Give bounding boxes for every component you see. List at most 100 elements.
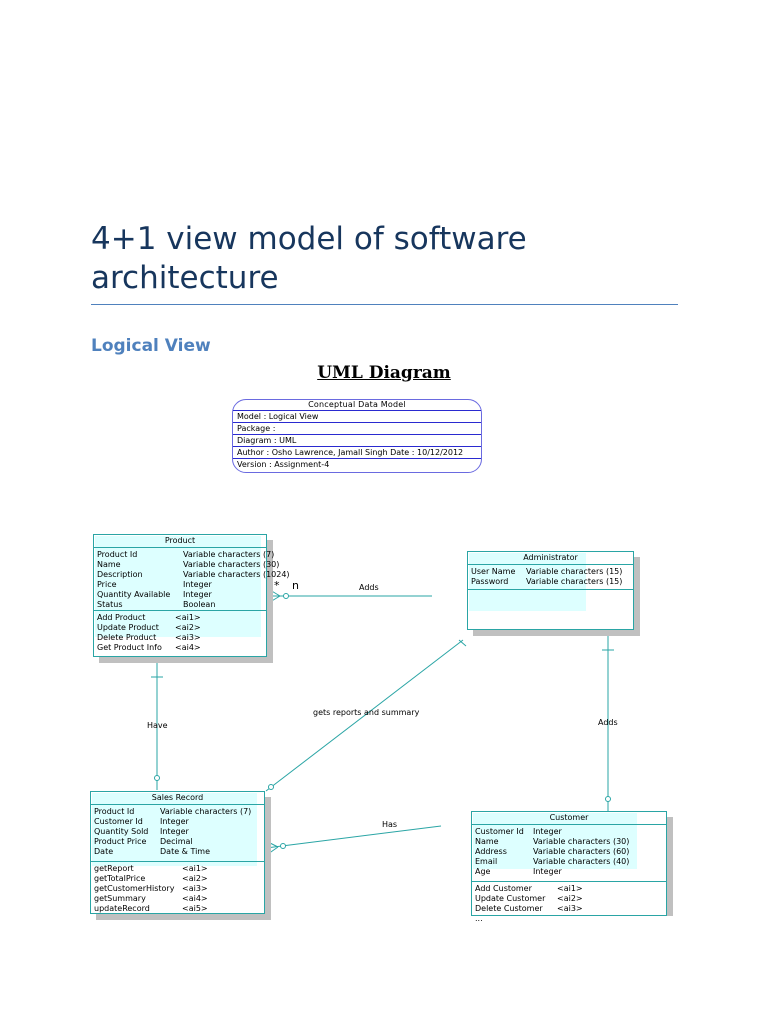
operation-name: Delete Customer (475, 904, 543, 913)
entity-name: Customer (472, 812, 666, 825)
attribute-name: Status (97, 600, 123, 609)
relationship-label-sales-customer: Has (382, 820, 398, 829)
attribute-name: Price (97, 580, 117, 589)
operation-row: getReport<ai1> (94, 864, 261, 874)
operation-name: getTotalPrice (94, 874, 146, 883)
attribute-type: Integer (160, 827, 189, 836)
attribute-type: Date & Time (160, 847, 211, 856)
model-info-box: Conceptual Data Model Model : Logical Vi… (232, 399, 482, 473)
attribute-name: Address (475, 847, 507, 856)
attribute-name: Email (475, 857, 498, 866)
operation-row: Update Customer<ai2> (475, 894, 663, 904)
model-info-row: Author : Osho Lawrence, Jamall Singh Dat… (233, 447, 481, 459)
operation-id: <ai1> (557, 884, 583, 893)
attribute-type: Variable characters (1024) (183, 570, 290, 579)
operation-row: Get Product Info<ai4> (97, 643, 263, 653)
attribute-type: Variable characters (30) (533, 837, 630, 846)
attribute-type: Variable characters (60) (533, 847, 630, 856)
attribute-name: Quantity Sold (94, 827, 149, 836)
attribute-name: Customer Id (475, 827, 524, 836)
multiplicity-star: * (274, 579, 280, 592)
attribute-row: Status Boolean (97, 600, 263, 610)
operation-row: ... (475, 914, 663, 924)
attribute-row: Address Variable characters (60) (475, 847, 663, 857)
operation-id: <ai4> (182, 894, 208, 903)
entity-tint (92, 793, 257, 866)
operation-name: Add Customer (475, 884, 532, 893)
attribute-type: Integer (160, 817, 189, 826)
relationship-label-admin-sales: gets reports and summary (313, 708, 420, 717)
relationship-label-product-sales: Have (147, 721, 168, 730)
attribute-row: Date Date & Time (94, 847, 261, 857)
admin-sales-line (265, 639, 464, 792)
attribute-name: Description (97, 570, 143, 579)
operation-row: getCustomerHistory<ai3> (94, 884, 261, 894)
operation-name: Add Product (97, 613, 146, 622)
operation-row: Update Product <ai2> (97, 623, 263, 633)
model-info-title: Conceptual Data Model (233, 400, 481, 411)
attribute-name: Customer Id (94, 817, 143, 826)
entity-name: Sales Record (91, 792, 264, 805)
relationship-label-admin-customer: Adds (598, 718, 618, 727)
operation-name: updateRecord (94, 904, 150, 913)
entity-operations: getReport<ai1> getTotalPrice<ai2> getCus… (91, 861, 264, 914)
model-info-row: Model : Logical View (233, 411, 481, 423)
operation-id: <ai2> (557, 894, 583, 903)
attribute-name: Age (475, 867, 491, 876)
attribute-row: Description Variable characters (1024) (97, 570, 290, 580)
product-admin-end (283, 593, 289, 599)
sales-customer-end (280, 843, 286, 849)
attribute-row: Price Integer (97, 580, 263, 590)
operation-name: getSummary (94, 894, 146, 903)
sales-customer-line (265, 825, 442, 849)
operation-id: <ai4> (175, 643, 201, 652)
page-title: 4+1 view model of software architecture (91, 221, 527, 296)
entity-tint (95, 536, 261, 637)
entity-operations: Add Product<ai1> Update Product<ai2> Del… (94, 610, 266, 653)
entity-tint (469, 553, 586, 611)
operation-row: getTotalPrice<ai2> (94, 874, 261, 884)
attribute-type: Integer (183, 580, 212, 589)
operation-id: <ai1> (175, 613, 201, 622)
operation-id: <ai3> (557, 904, 583, 913)
operation-id: <ai2> (175, 623, 201, 632)
multiplicity-n: n (292, 579, 299, 592)
attribute-row: Name Variable characters (30) (475, 837, 663, 847)
admin-sales-end (268, 784, 274, 790)
operation-row: Add Customer <ai1> (475, 884, 663, 894)
entity-operations (468, 589, 633, 592)
entity-name: Administrator (468, 552, 633, 565)
operation-name: Update Product (97, 623, 159, 632)
diagram-caption: UML Diagram (317, 363, 451, 383)
operation-row: getSummary <ai4> (94, 894, 261, 904)
attribute-type: Variable characters (30) (183, 560, 280, 569)
operation-id: <ai1> (182, 864, 208, 873)
title-divider (91, 304, 678, 305)
attribute-name: Date (94, 847, 114, 856)
attribute-name: Product Price (94, 837, 147, 846)
attribute-type: Variable characters (15) (526, 567, 623, 576)
operation-name: getCustomerHistory (94, 884, 175, 893)
admin-sales-tick (458, 639, 467, 647)
product-sales-end (154, 775, 160, 781)
attribute-type: Boolean (183, 600, 216, 609)
section-heading-logical-view: Logical View (91, 336, 211, 356)
attribute-name: Name (475, 837, 499, 846)
